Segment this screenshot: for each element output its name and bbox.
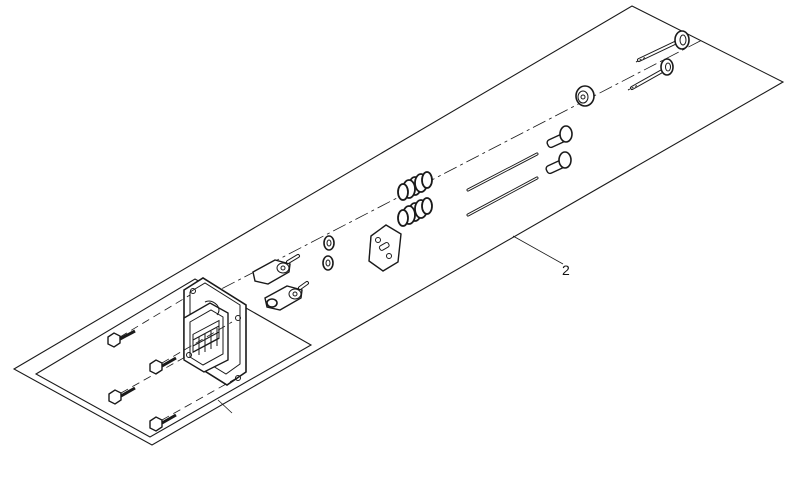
callout-2: 2 [562,262,570,278]
cover-bolt [149,321,233,375]
valve-lifter [545,151,572,175]
cover-bolt [107,294,191,348]
valve-spring-retainer [575,85,595,107]
valve-keeper [322,255,334,271]
cover-leader-tick [217,399,233,414]
valve-keeper [323,235,335,251]
kit-boundary-outer [12,5,785,446]
valve [627,58,674,91]
push-rod [466,152,539,192]
rocker-arm [264,281,309,311]
cover-bolt [108,355,188,405]
rocker-arm-support [368,224,402,272]
valve-cover [183,277,247,386]
kit-boundary-inner [34,278,313,438]
cover-bolt [149,378,236,432]
assembly-axis [199,39,703,301]
valve-spring [397,171,433,201]
valve-spring [397,197,433,227]
valve-lifter [546,125,573,149]
rocker-arm [252,254,300,285]
callout-2-leader [512,235,564,265]
push-rod [466,176,539,217]
valve [635,30,690,63]
